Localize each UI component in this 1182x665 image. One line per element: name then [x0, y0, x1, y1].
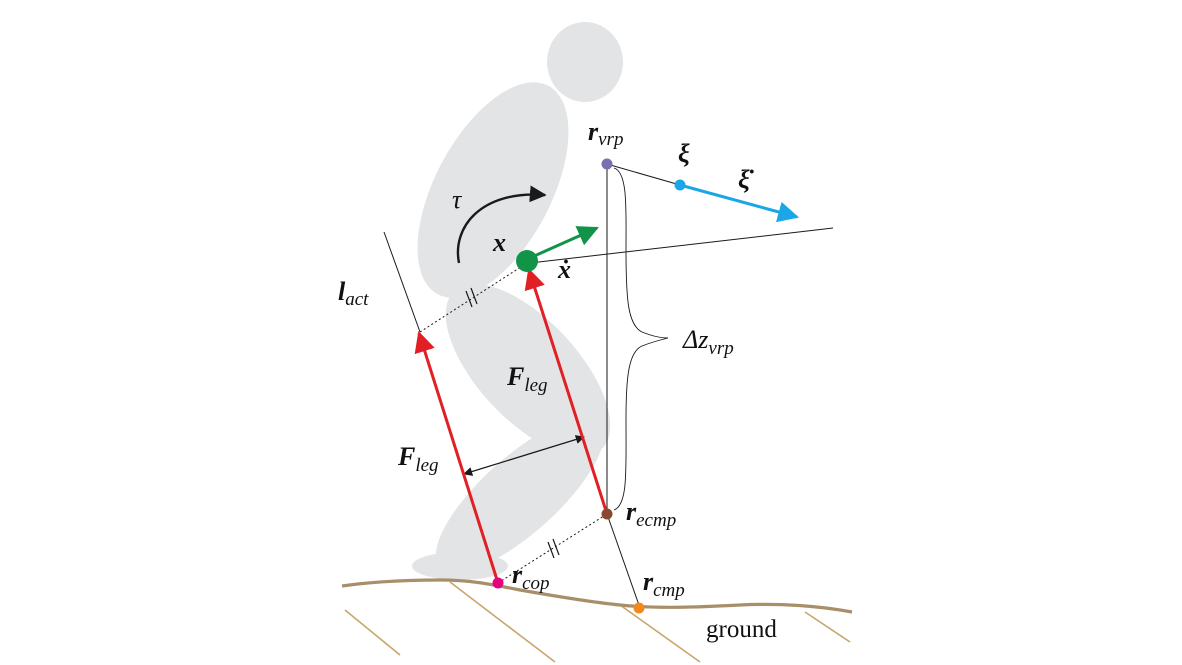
com-velocity-arrow [531, 226, 599, 259]
x-dot-label: ẋ [557, 255, 571, 284]
parallel-marks [465, 287, 560, 559]
ground-surface [341, 578, 853, 614]
dz-vrp-label: Δzvrp [682, 325, 734, 359]
ground-label: ground [706, 616, 777, 643]
body-silhouette [412, 22, 623, 580]
r-cmp-label: rcmp [643, 567, 685, 601]
ecmp-point [601, 508, 613, 520]
cmp-point [633, 602, 645, 614]
f-leg-bottom-label: Fleg [397, 442, 439, 476]
head [547, 22, 623, 102]
com-point [516, 250, 538, 272]
foot [412, 552, 508, 580]
tau-label: τ [452, 185, 463, 214]
xi-dot-label: ξ̇ [738, 165, 755, 194]
r-vrp-label: rvrp [588, 117, 623, 150]
l-act-line [383, 231, 421, 333]
dcm-line [529, 227, 834, 264]
vrp-to-xi-line [606, 163, 681, 186]
torso [417, 82, 569, 298]
dcm-velocity-arrow [679, 183, 800, 223]
dotted-lower [497, 513, 608, 584]
x-label: x [492, 228, 506, 257]
construction-lines [383, 163, 834, 609]
r-ecmp-label: recmp [626, 497, 676, 531]
vrp-point [601, 158, 613, 170]
r-cop-label: rcop [512, 560, 550, 594]
thigh [445, 283, 611, 457]
dz-vrp-brace [613, 167, 669, 511]
ecmp-to-cmp-line [606, 513, 641, 609]
ground-hatching [344, 581, 851, 663]
dcm-point [674, 179, 686, 191]
torque-arrow [456, 185, 547, 264]
leg-force-arrow-right [524, 267, 609, 515]
cop-point [492, 577, 504, 589]
distance-arrow [463, 435, 585, 476]
f-leg-top-label: Fleg [506, 362, 548, 396]
xi-label: ξ [678, 139, 690, 168]
dotted-upper [419, 262, 528, 333]
l-act-label: lact [338, 277, 369, 310]
leg-force-arrow-left [414, 330, 500, 584]
